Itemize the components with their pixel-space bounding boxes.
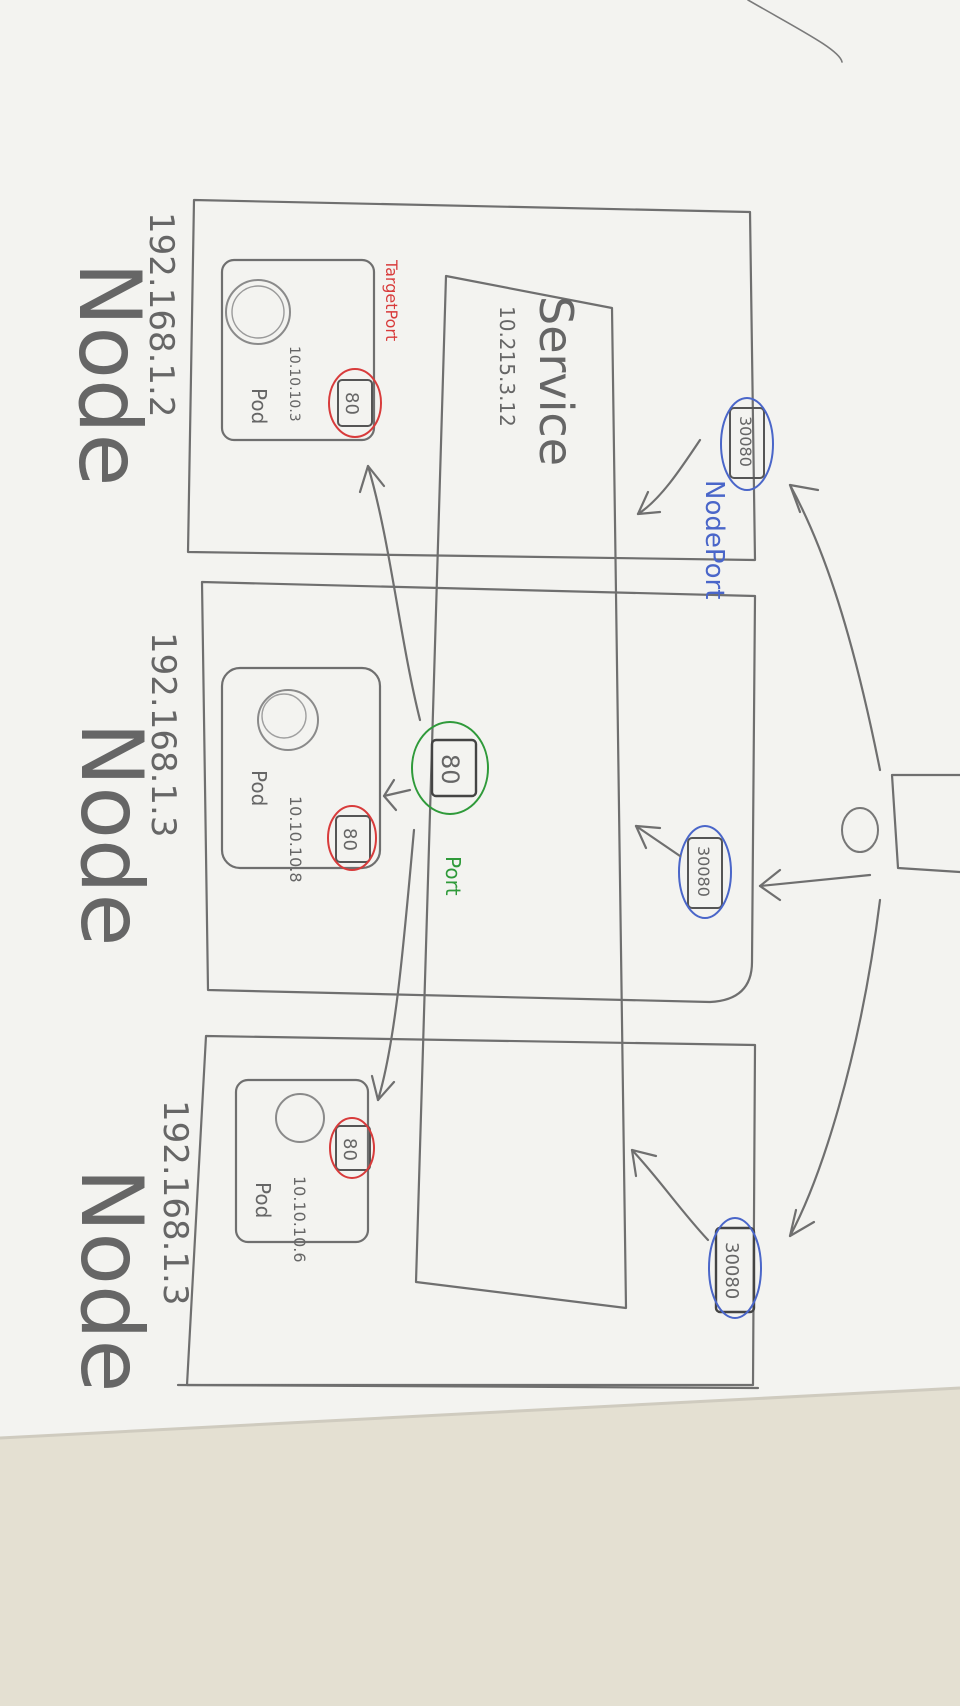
- whiteboard: [0, 0, 960, 1438]
- arrowhead: [630, 1148, 658, 1178]
- node-frame-1: [186, 198, 757, 562]
- node-port-value-2: 30080: [694, 846, 713, 897]
- arrowhead: [758, 868, 782, 902]
- target-port-value-3: 80: [339, 1138, 360, 1161]
- service-box: [414, 274, 628, 1310]
- node-label-3: Node: [61, 1168, 161, 1392]
- node-port-3: [708, 1217, 762, 1319]
- service-ip: 10.215.3.12: [495, 306, 519, 427]
- node-frame-2: [200, 580, 757, 1004]
- arrow-user-node3: [788, 898, 882, 1238]
- port-label: Port: [441, 856, 465, 896]
- node-frame-3: [185, 1034, 757, 1387]
- target-port-3: [329, 1117, 375, 1179]
- arrow-port-pod2: [382, 788, 412, 798]
- pod-1: [220, 258, 376, 442]
- service-port: [411, 721, 489, 815]
- arrowhead: [634, 824, 662, 850]
- node-port-value-3: 30080: [721, 1242, 742, 1299]
- board-edge: [0, 1386, 960, 1440]
- pod-word-3: Pod: [251, 1182, 275, 1218]
- arrow-port-pod3: [376, 828, 416, 1102]
- node-label-2: Node: [61, 722, 161, 946]
- target-port-value-1: 80: [341, 392, 362, 415]
- node-label-1: Node: [59, 262, 159, 486]
- arrowhead: [382, 778, 398, 812]
- node-frame-3-bottom: [176, 1383, 760, 1390]
- arrow-nodeport3-service: [630, 1148, 710, 1242]
- pod-ip-3: 10.10.10.6: [290, 1176, 309, 1263]
- target-port-1: [328, 368, 382, 438]
- arrow-port-pod1: [366, 464, 422, 722]
- user-figure: [841, 773, 960, 874]
- arrowhead: [788, 483, 820, 514]
- target-port-2: [327, 805, 377, 871]
- arrow-user-node2: [758, 873, 872, 888]
- node-port-1: [720, 397, 774, 491]
- service-port-value: 80: [436, 754, 464, 785]
- arrowhead: [370, 1074, 396, 1102]
- pod-word-2: Pod: [247, 770, 271, 806]
- node-port-2: [678, 825, 732, 919]
- pod-3: [234, 1078, 370, 1244]
- pod-ip-2: 10.10.10.8: [286, 796, 305, 883]
- target-port-label: TargetPort: [382, 259, 401, 341]
- target-port-value-2: 80: [339, 828, 360, 851]
- arrowhead: [358, 464, 386, 494]
- node-ip-2: 192.168.1.3: [143, 632, 183, 837]
- service-title: Service: [529, 296, 583, 466]
- arrowhead: [636, 490, 662, 516]
- arrow-user-node1: [788, 483, 882, 772]
- pod-ip-1: 10.10.10.3: [286, 346, 302, 422]
- node-port-label: NodePort: [699, 480, 729, 599]
- pod-word-1: Pod: [247, 388, 271, 424]
- node-ip-1: 192.168.1.2: [141, 212, 181, 417]
- node-ip-3: 192.168.1.3: [155, 1100, 195, 1305]
- arrowhead: [788, 1208, 816, 1238]
- scribble: [747, 0, 843, 63]
- node-port-value-1: 30080: [736, 416, 755, 467]
- arrow-nodeport2-service: [634, 824, 682, 858]
- pod-2: [220, 666, 382, 870]
- arrow-nodeport1-service: [636, 438, 702, 516]
